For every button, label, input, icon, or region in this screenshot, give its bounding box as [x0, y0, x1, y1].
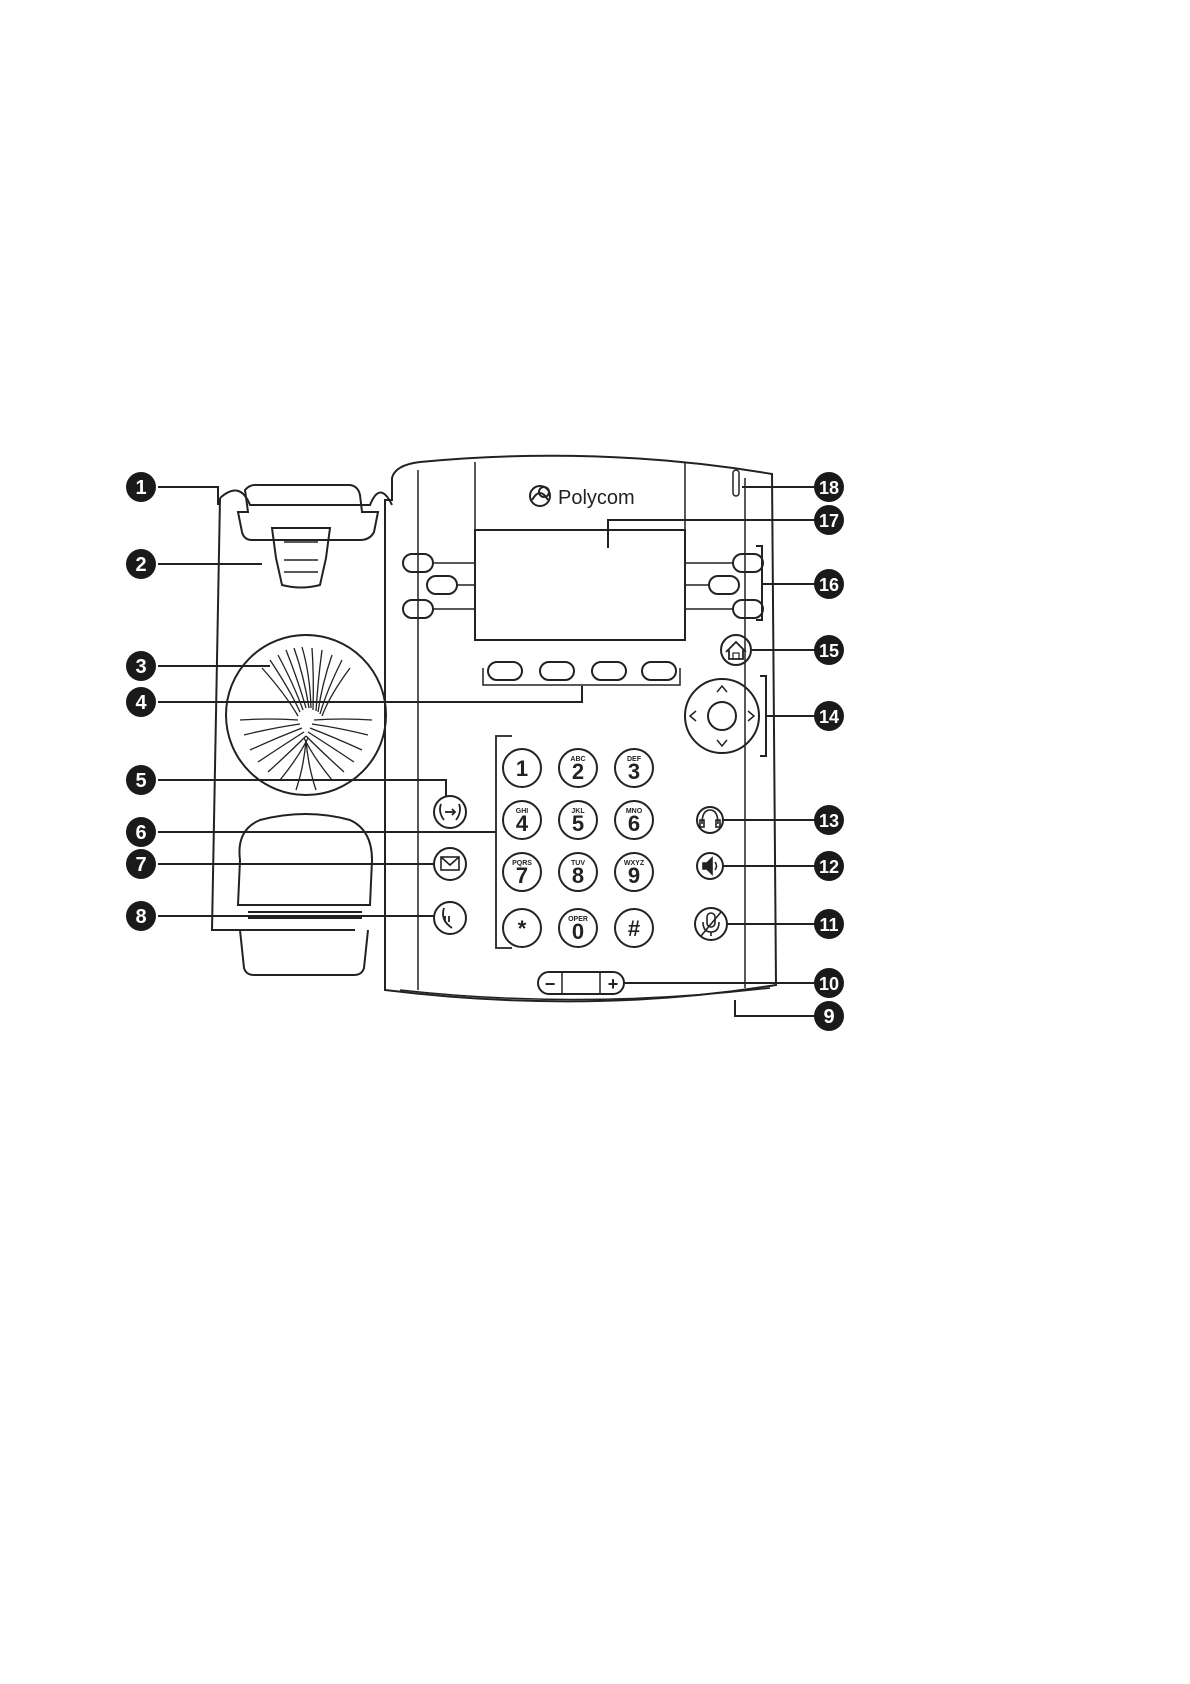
- callout-12: 12: [814, 851, 844, 881]
- nav-right-icon[interactable]: [748, 711, 754, 721]
- callout-8: 8: [126, 901, 156, 931]
- callout-13: 13: [814, 805, 844, 835]
- volume-down-label[interactable]: −: [545, 974, 556, 994]
- callout-9: 9: [814, 1001, 844, 1031]
- callout-18: 18: [814, 472, 844, 502]
- callout-number: 4: [135, 692, 147, 714]
- select-button[interactable]: [708, 702, 736, 730]
- message-waiting-indicator: [733, 470, 739, 496]
- callout-17: 17: [814, 505, 844, 535]
- callout-16: 16: [814, 569, 844, 599]
- callout-14: 14: [814, 701, 844, 731]
- hold-icon: [443, 908, 452, 928]
- callout-number: 5: [135, 770, 146, 792]
- callout-number: 15: [819, 641, 839, 661]
- handset-earpiece: [238, 814, 372, 905]
- soft-key-3[interactable]: [592, 662, 626, 680]
- key-letters: ABC: [570, 756, 585, 763]
- nav-down-icon[interactable]: [717, 740, 727, 746]
- key-letters: PQRS: [512, 860, 532, 867]
- soft-key-1[interactable]: [488, 662, 522, 680]
- mute-microphone-icon: [701, 912, 721, 936]
- key-letters: MNO: [626, 808, 643, 815]
- dialpad-key-star[interactable]: *: [503, 909, 541, 947]
- callout-number: 14: [819, 707, 839, 727]
- hold-button[interactable]: [434, 902, 466, 934]
- callout-number: 8: [135, 906, 146, 928]
- hookswitch: [238, 485, 378, 540]
- key-digit: 1: [516, 756, 528, 781]
- callout-number: 3: [135, 656, 146, 678]
- home-button[interactable]: [721, 635, 751, 665]
- key-digit: *: [518, 916, 527, 941]
- callout-15: 15: [814, 635, 844, 665]
- callout-2: 2: [126, 549, 156, 579]
- polycom-logo-icon: [530, 486, 550, 506]
- key-letters: JKL: [571, 808, 585, 815]
- key-letters: TUV: [571, 860, 585, 867]
- key-letters: DEF: [627, 756, 642, 763]
- headset-icon: [700, 810, 720, 827]
- key-digit: #: [628, 916, 640, 941]
- handset-bottom: [240, 930, 368, 975]
- callout-number: 10: [819, 974, 839, 994]
- volume-up-label[interactable]: +: [608, 974, 619, 994]
- key-letters: WXYZ: [624, 860, 645, 867]
- callout-3: 3: [126, 651, 156, 681]
- transfer-icon: [440, 804, 460, 820]
- dialpad-key-1[interactable]: 1: [503, 749, 541, 787]
- callout-1: 1: [126, 472, 156, 502]
- callout-number: 12: [819, 857, 839, 877]
- callout-number: 1: [135, 477, 146, 499]
- handset-tab: [272, 528, 330, 588]
- callout-6: 6: [126, 817, 156, 847]
- key-letters: OPER: [568, 916, 588, 923]
- speaker-grille-pattern: [240, 647, 372, 790]
- display-screen: [475, 530, 685, 640]
- callout-number: 2: [135, 554, 146, 576]
- nav-up-icon[interactable]: [717, 686, 727, 692]
- callout-number: 18: [819, 478, 839, 498]
- callout-number: 11: [819, 915, 838, 935]
- line-key-right-3[interactable]: [733, 600, 763, 618]
- key-letters: GHI: [516, 808, 529, 815]
- callout-10: 10: [814, 968, 844, 998]
- callout-number: 17: [819, 511, 839, 531]
- callout-number: 7: [135, 854, 146, 876]
- callout-5: 5: [126, 765, 156, 795]
- callout-7: 7: [126, 849, 156, 879]
- envelope-icon: [441, 857, 459, 870]
- brand-logo-text: Polycom: [558, 487, 635, 509]
- callout-11: 11: [814, 909, 844, 939]
- line-key-right-2[interactable]: [709, 576, 739, 594]
- line-key-left-2[interactable]: [427, 576, 457, 594]
- callout-number: 9: [823, 1006, 834, 1028]
- navigation-ring[interactable]: [685, 679, 759, 753]
- line-key-right-1[interactable]: [733, 554, 763, 572]
- callout-4: 4: [126, 687, 156, 717]
- nav-left-icon[interactable]: [690, 711, 696, 721]
- soft-key-4[interactable]: [642, 662, 676, 680]
- leader-lines: [158, 487, 815, 1016]
- dialpad-key-pound[interactable]: #: [615, 909, 653, 947]
- callout-number: 13: [819, 811, 839, 831]
- callout-number: 6: [135, 822, 146, 844]
- speaker-icon: [703, 858, 717, 874]
- home-icon: [726, 642, 746, 659]
- callout-number: 16: [819, 575, 839, 595]
- base-outline: [212, 498, 355, 930]
- speaker-grille: [226, 635, 386, 795]
- soft-key-2[interactable]: [540, 662, 574, 680]
